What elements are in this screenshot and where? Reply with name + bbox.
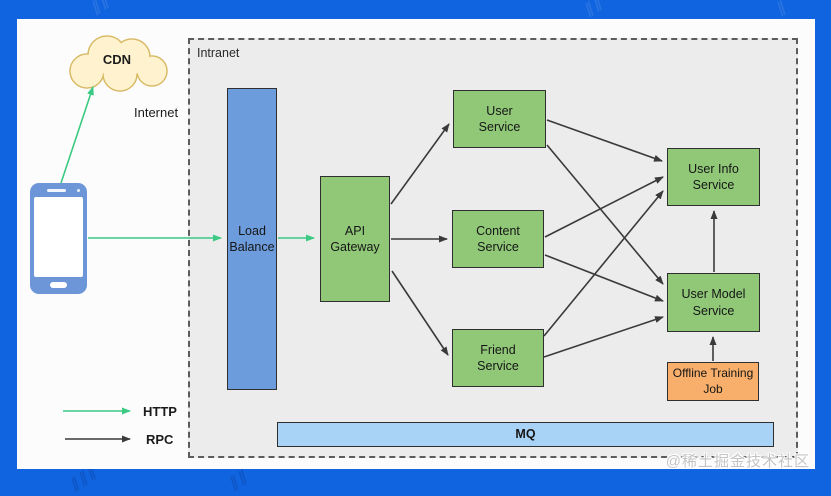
node-content-service: Content Service (452, 210, 544, 268)
phone-home-button (50, 282, 67, 288)
node-friend-service: Friend Service (452, 329, 544, 387)
node-offline-training-job: Offline Training Job (667, 362, 759, 401)
node-load-balance: Load Balance (227, 88, 277, 390)
phone-camera (77, 189, 80, 192)
cdn-cloud: CDN (60, 26, 174, 96)
site-watermark: @稀土掘金技术社区 (665, 453, 810, 470)
node-user-service: User Service (453, 90, 546, 148)
frame-watermark: ⫽⫽ (87, 0, 116, 19)
frame-watermark: ⫽⫽ (225, 466, 254, 495)
cdn-label: CDN (102, 52, 132, 67)
mobile-phone-icon (30, 183, 87, 294)
legend-rpc-label: RPC (146, 432, 174, 447)
cloud-icon (69, 35, 168, 92)
frame-watermark: ⫽⫽ (580, 0, 609, 21)
legend-http-label: HTTP (143, 404, 177, 419)
node-mq: MQ (277, 422, 774, 447)
intranet-label: Intranet (197, 46, 240, 60)
internet-label: Internet (134, 105, 179, 120)
phone-speaker (47, 189, 66, 192)
node-api-gateway: API Gateway (320, 176, 390, 302)
phone-screen (34, 197, 83, 277)
node-user-info-service: User Info Service (667, 148, 760, 206)
frame-watermark: ⫽ (772, 0, 793, 20)
node-user-model-service: User Model Service (667, 273, 760, 332)
